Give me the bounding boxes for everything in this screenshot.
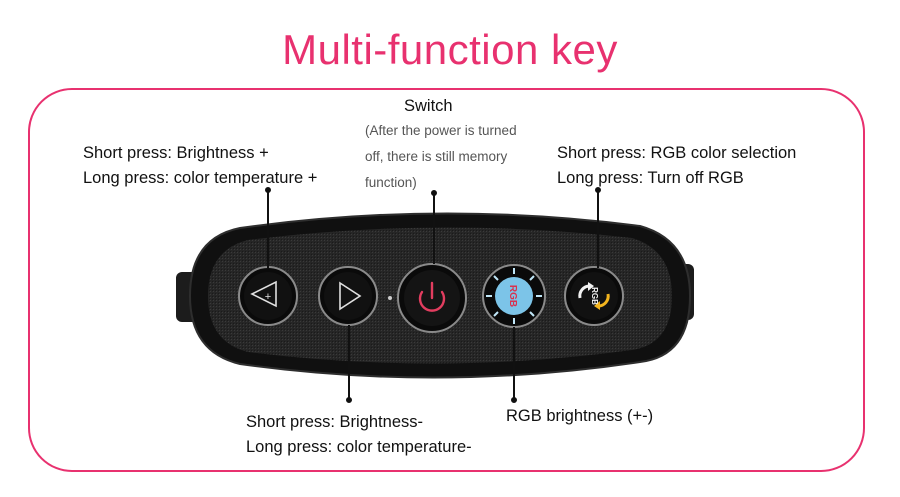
switch-note-1: (After the power is turned — [365, 123, 517, 138]
rgb-brightness-rays — [486, 268, 542, 324]
switch-note-3: function) — [365, 175, 417, 190]
switch-note-2: off, there is still memory — [365, 149, 508, 164]
brightness-plus-short: Short press: Brightness + — [83, 144, 269, 162]
svg-text:+: + — [265, 291, 271, 303]
brightness-minus-key[interactable] — [318, 266, 378, 326]
indicator-dot — [388, 296, 392, 300]
brightness-minus-long: Long press: color temperature- — [246, 438, 472, 456]
triangle-right-icon — [339, 281, 362, 311]
callout-frame — [28, 88, 865, 472]
rgb-key-text: RGB — [507, 285, 518, 307]
rgb-cycle-icon — [578, 282, 610, 310]
rgb-color-short: Short press: RGB color selection — [557, 144, 797, 162]
page-title: Multi-function key — [282, 26, 618, 73]
rgb-cycle-text: RGB — [590, 287, 599, 305]
power-icon — [418, 281, 446, 312]
rgb-color-long: Long press: Turn off RGB — [557, 169, 744, 187]
brightness-plus-long: Long press: color temperature + — [83, 169, 318, 187]
brightness-minus-short: Short press: Brightness- — [246, 413, 423, 431]
rgb-color-key[interactable]: RGB — [564, 266, 624, 326]
switch-label: Switch — [404, 97, 453, 115]
brightness-plus-key[interactable]: + — [238, 266, 298, 326]
rgb-brightness-label: RGB brightness (+-) — [506, 407, 654, 425]
triangle-left-plus-icon — [250, 280, 277, 308]
rgb-brightness-icon — [495, 277, 533, 315]
power-key[interactable] — [397, 263, 467, 333]
rgb-brightness-key[interactable]: RGB — [482, 264, 546, 328]
